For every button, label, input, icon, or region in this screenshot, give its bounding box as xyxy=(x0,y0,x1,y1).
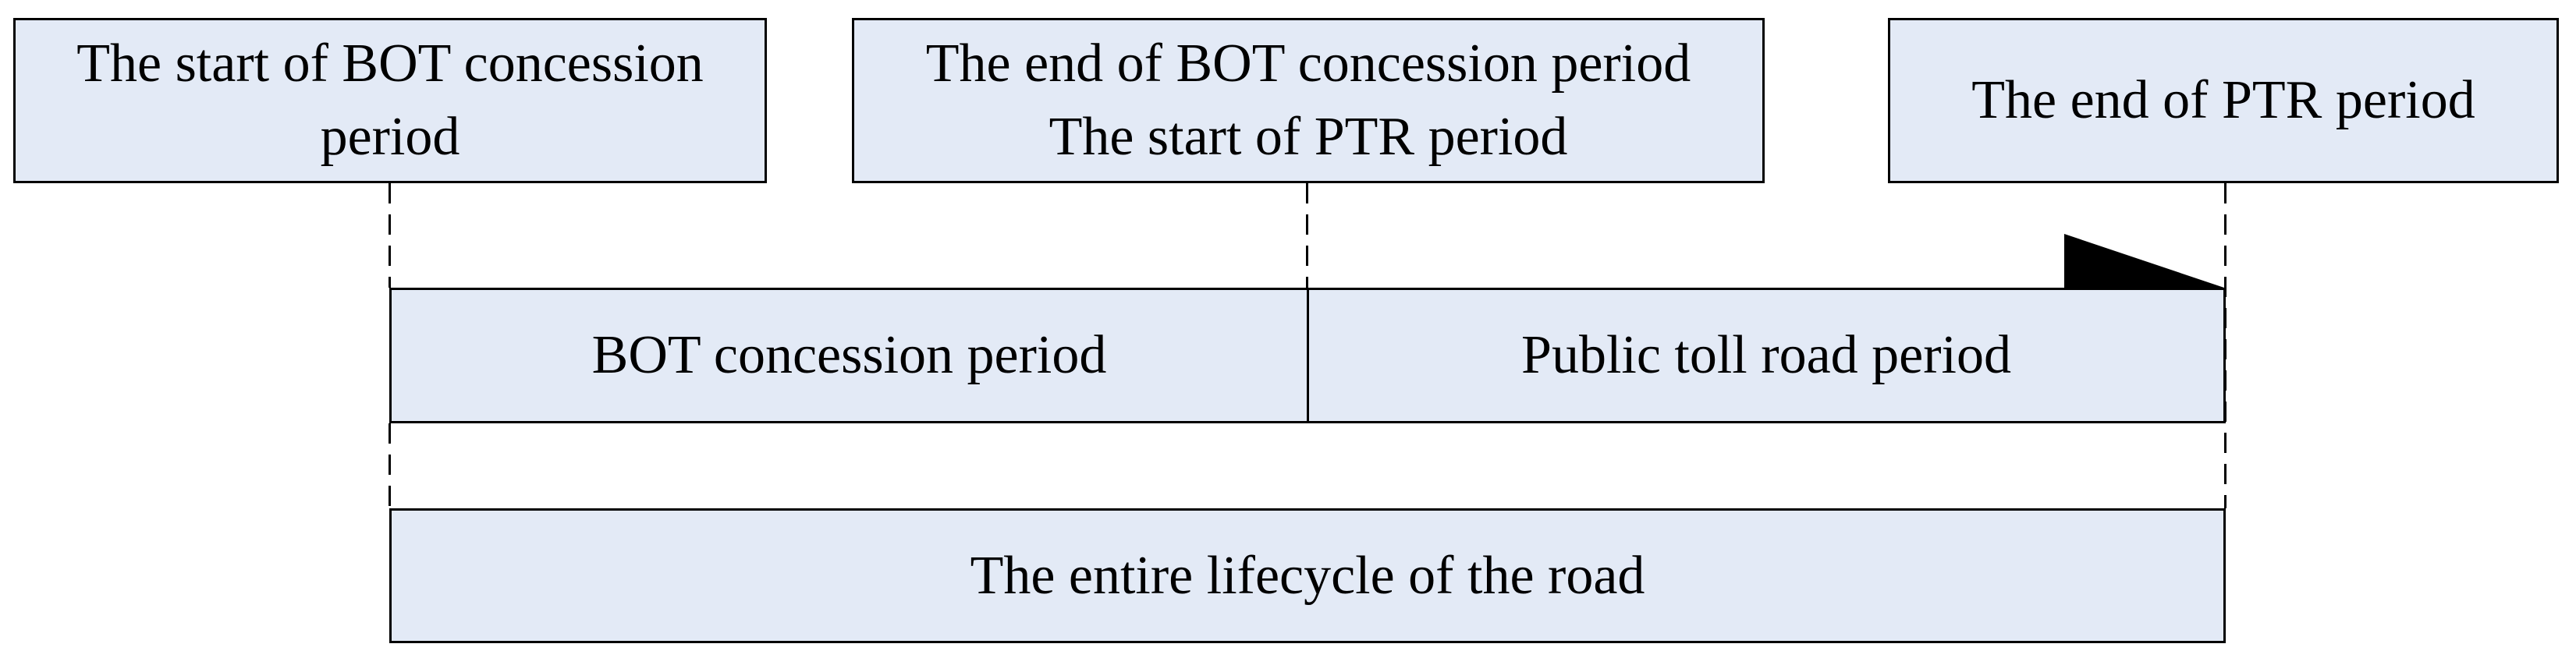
lifecycle-bar-label: The entire lifecycle of the road xyxy=(970,545,1645,606)
event-box-end-bot-start-ptr: The end of BOT concession period The sta… xyxy=(852,18,1765,183)
event-box-end-bot-line2: The start of PTR period xyxy=(1048,107,1568,167)
event-box-end-ptr: The end of PTR period xyxy=(1888,18,2559,183)
event-box-start-bot: The start of BOT concession period xyxy=(13,18,767,183)
timeline-end-arrow-icon xyxy=(2064,234,2224,288)
dashed-connector-start xyxy=(389,183,391,288)
timeline-segment-ptr: Public toll road period xyxy=(1309,290,2223,421)
timeline-bar: BOT concession period Public toll road p… xyxy=(389,288,2226,423)
event-box-start-bot-line1: The start of BOT concession xyxy=(76,34,704,94)
event-box-end-bot-line1: The end of BOT concession period xyxy=(925,34,1691,94)
timeline-segment-bot: BOT concession period xyxy=(392,290,1309,421)
dashed-connector-transition xyxy=(1306,183,1308,288)
event-box-start-bot-line2: period xyxy=(320,107,460,167)
timeline-segment-bot-label: BOT concession period xyxy=(591,325,1107,385)
lifecycle-bar: The entire lifecycle of the road xyxy=(389,508,2226,643)
event-box-end-ptr-line1: The end of PTR period xyxy=(1971,70,2475,130)
timeline-segment-ptr-label: Public toll road period xyxy=(1521,325,2011,385)
dashed-connector-lifecycle-left xyxy=(389,423,391,508)
